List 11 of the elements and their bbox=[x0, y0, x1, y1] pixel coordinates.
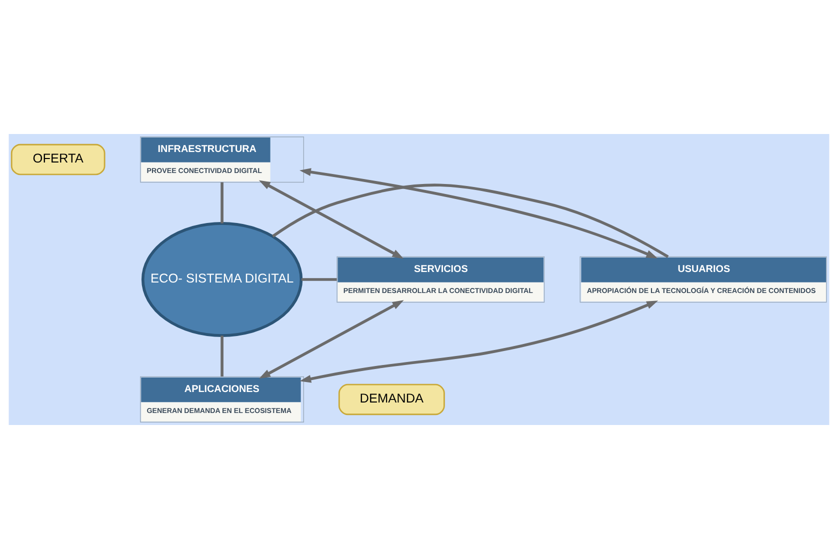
arrow bbox=[258, 180, 404, 259]
connector bbox=[301, 278, 337, 281]
arrow bbox=[300, 300, 658, 383]
connector bbox=[220, 336, 224, 376]
node-box: DEMANDA bbox=[338, 384, 445, 416]
node-box: OFERTA bbox=[10, 144, 106, 176]
arrow bbox=[259, 300, 404, 379]
connector bbox=[272, 184, 669, 258]
arrow bbox=[300, 168, 658, 258]
connector bbox=[220, 182, 224, 224]
node-ellipse: ECO- SISTEMA DIGITAL bbox=[141, 222, 303, 337]
